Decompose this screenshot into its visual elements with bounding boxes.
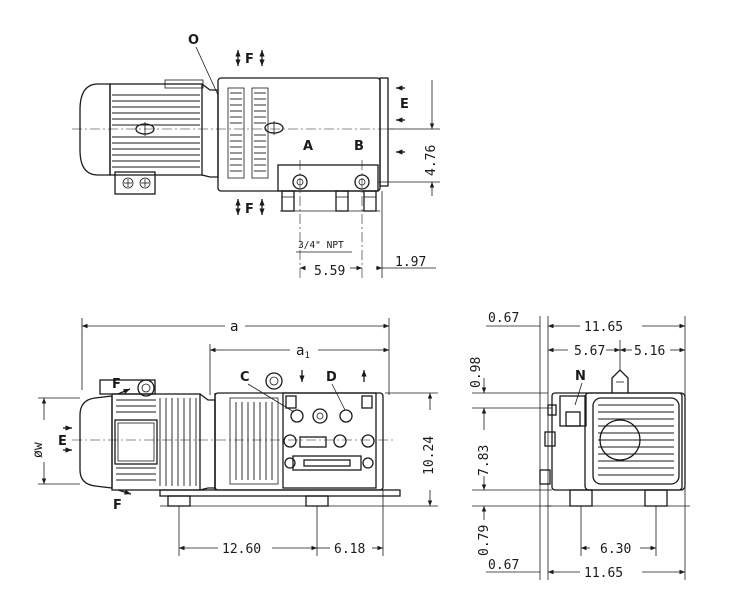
label-F-front-top: F (112, 377, 121, 392)
dim-diameter-w: øw (31, 442, 46, 458)
dim-6.30: 6.30 (600, 542, 631, 557)
label-D: D (326, 370, 337, 385)
top-view: O F F A B E 4.76 3/4" (72, 33, 440, 279)
front-pump-body (214, 372, 384, 491)
front-view: a a1 (31, 318, 438, 557)
dim-6.18: 6.18 (334, 542, 365, 557)
top-motor-fins (112, 94, 200, 168)
label-F-front-bottom: F (113, 498, 122, 513)
label-F-bottom: F (245, 202, 254, 217)
label-A: A (303, 139, 313, 154)
label-N: N (575, 369, 586, 384)
side-view: N 0.67 11.65 5.67 5.16 0.98 7.83 0.79 (469, 311, 690, 581)
label-F-top: F (245, 52, 254, 67)
flow-arrows-E-top (396, 85, 405, 155)
flow-arrow-F-bottom (235, 199, 265, 215)
dim-0.67-top: 0.67 (488, 311, 519, 326)
dim-0.67-bottom: 0.67 (488, 558, 519, 573)
dim-5.16: 5.16 (634, 344, 665, 359)
label-O: O (188, 33, 199, 48)
dim-5.67: 5.67 (574, 344, 605, 359)
label-E-front: E (58, 434, 67, 449)
dim-11.65-bottom: 11.65 (584, 566, 623, 581)
dim-a: a (230, 319, 238, 335)
front-base (159, 489, 401, 507)
top-motor (79, 79, 219, 195)
dim-11.65-top: 11.65 (584, 320, 623, 335)
dim-10.24: 10.24 (422, 436, 437, 475)
dim-5.59: 5.59 (314, 264, 345, 279)
dim-a1: a1 (296, 343, 310, 361)
dim-0.79: 0.79 (477, 525, 492, 556)
side-fan-grille (598, 404, 674, 476)
label-npt: 3/4" NPT (298, 240, 344, 251)
label-B: B (354, 139, 364, 154)
flow-arrow-F-top (235, 50, 265, 66)
dim-4.76: 4.76 (424, 145, 439, 176)
label-C: C (240, 370, 250, 385)
front-motor (79, 379, 216, 491)
label-E-top: E (400, 97, 409, 112)
dim-0.98: 0.98 (469, 357, 484, 388)
dim-12.60: 12.60 (222, 542, 261, 557)
flow-arrows-E-front (63, 425, 72, 453)
top-pump-body (217, 77, 389, 212)
dim-7.83: 7.83 (477, 445, 492, 476)
front-motor-fins (116, 398, 197, 486)
dim-1.97: 1.97 (395, 255, 426, 270)
